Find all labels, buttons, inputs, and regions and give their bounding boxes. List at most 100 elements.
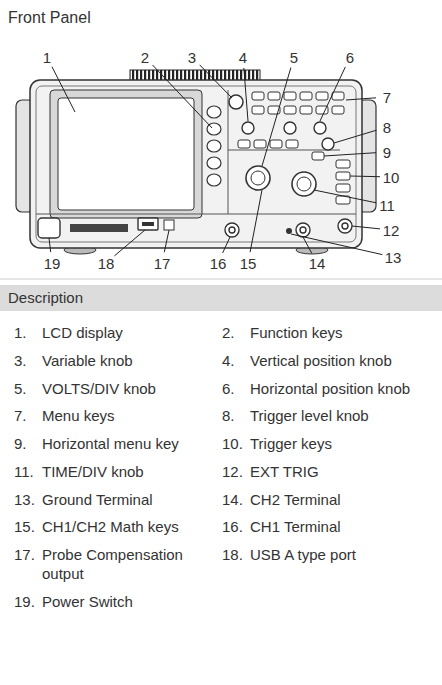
model-plate (70, 224, 128, 232)
callout-number: 3 (188, 50, 196, 65)
callout-number: 16 (210, 256, 227, 271)
math-keys-part (270, 140, 282, 148)
leader-line (334, 130, 376, 143)
menu-keys-part (268, 92, 280, 100)
page-title: Front Panel (8, 8, 91, 28)
bnc-terminals-part (300, 227, 306, 233)
leader-line (49, 238, 51, 252)
callout-number: 18 (98, 256, 115, 271)
item-description: TIME/DIV knob (42, 463, 218, 482)
bnc-terminals-part (338, 219, 352, 233)
item-number: 9. (14, 435, 42, 454)
position-knobs-part (242, 122, 254, 134)
leader-line (262, 68, 291, 166)
callout-number: 12 (383, 223, 400, 238)
item-number: 8. (222, 407, 250, 426)
position-knobs-part (284, 122, 296, 134)
callout-number: 8 (383, 120, 391, 135)
item-number: 2. (222, 324, 250, 343)
item-number: 10. (222, 435, 250, 454)
function-keys-part (207, 174, 221, 186)
leader-line (52, 67, 75, 112)
leader-line (153, 65, 212, 128)
math-keys-part (254, 140, 266, 148)
function-keys-part (207, 106, 221, 118)
leader-lines (49, 65, 382, 256)
callout-number: 11 (379, 198, 395, 213)
item-description: USB A type port (250, 546, 422, 565)
callout-number: 4 (239, 50, 247, 65)
time-div-knob-cap (297, 177, 311, 191)
item-description: Ground Terminal (42, 491, 218, 510)
control-panel-part (228, 150, 340, 151)
position-knobs (242, 122, 326, 134)
leader-line (291, 234, 382, 255)
terminal-strip (36, 214, 356, 215)
bnc-terminals-part (225, 223, 239, 237)
leader-line (250, 190, 262, 252)
leader-line (223, 237, 230, 253)
item-number: 12. (222, 463, 250, 482)
callout-number: 15 (240, 256, 257, 271)
lcd-display (58, 98, 194, 210)
volts-div-knob (246, 166, 270, 190)
callout-number: 14 (309, 256, 326, 271)
menu-keys-part (300, 106, 312, 114)
trigger-keys-part (336, 160, 350, 168)
leader-line (350, 176, 380, 178)
item-number: 19. (14, 593, 42, 612)
item-number: 16. (222, 518, 250, 537)
probe-comp-output (164, 220, 174, 230)
callout-number: 9 (383, 145, 391, 160)
bnc-terminals (225, 219, 352, 237)
leader-line (324, 153, 376, 156)
item-description: CH2 Terminal (250, 491, 422, 510)
leader-line (346, 98, 376, 100)
menu-keys (252, 92, 344, 114)
menu-keys-part (332, 106, 344, 114)
item-description: LCD display (42, 324, 218, 343)
function-keys-part (207, 140, 221, 152)
bnc-terminals-part (342, 223, 348, 229)
usb-port (138, 218, 158, 230)
item-number: 15. (14, 518, 42, 537)
callout-number: 5 (290, 50, 298, 65)
separator-line (0, 279, 442, 280)
screen-bezel (50, 90, 202, 218)
function-keys-part (207, 157, 221, 169)
item-description: Horizontal menu key (42, 435, 218, 454)
section-band: Description (0, 285, 442, 311)
item-description: CH1 Terminal (250, 518, 422, 537)
menu-keys-part (284, 92, 296, 100)
item-description: Power Switch (42, 593, 218, 612)
item-description: Horizontal position knob (250, 380, 422, 399)
callout-number: 19 (44, 256, 61, 271)
item-number: 17. (14, 546, 42, 565)
item-number: 1. (14, 324, 42, 343)
front-bezel (36, 86, 356, 242)
callout-number: 17 (154, 256, 171, 271)
item-description: EXT TRIG (250, 463, 422, 482)
menu-keys-part (252, 92, 264, 100)
menu-keys-part (252, 106, 264, 114)
item-description: Function keys (250, 324, 422, 343)
leader-line (244, 68, 248, 121)
callout-number: 1 (43, 50, 51, 65)
item-number: 11. (14, 463, 42, 482)
item-number: 18. (222, 546, 250, 565)
leader-line (200, 65, 232, 98)
menu-keys-part (316, 92, 328, 100)
leader-line (303, 237, 312, 253)
callout-number: 2 (141, 50, 149, 65)
item-description: Vertical position knob (250, 352, 422, 371)
math-keys-part (238, 140, 250, 148)
bnc-terminals-part (229, 227, 235, 233)
horizontal-menu-key (312, 152, 324, 160)
leader-line (320, 67, 345, 121)
usb-port-slot (142, 222, 154, 226)
menu-keys-part (300, 92, 312, 100)
item-description: VOLTS/DIV knob (42, 380, 218, 399)
leader-line (352, 226, 380, 229)
position-knobs-part (314, 122, 326, 134)
callout-number: 7 (383, 90, 391, 105)
